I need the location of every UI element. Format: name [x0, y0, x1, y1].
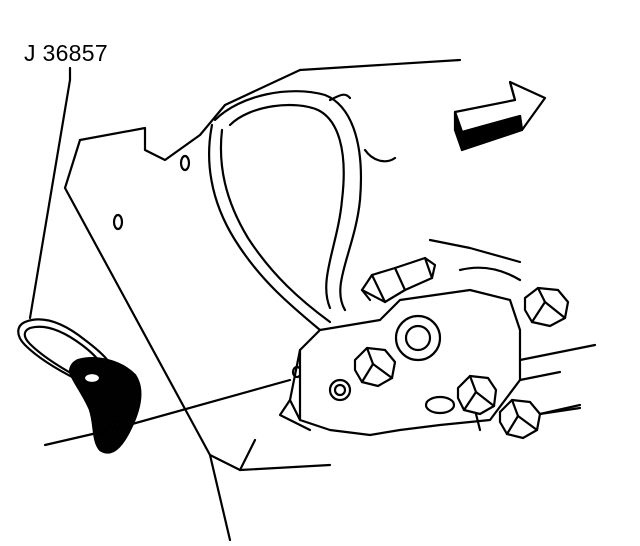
alignment-line — [43, 378, 292, 447]
tool-callout-label: J 36857 — [24, 40, 108, 66]
timing-cover — [208, 58, 522, 332]
bolt-lower-mid — [456, 374, 498, 432]
direction-arrow — [453, 80, 547, 152]
bolt-left — [353, 346, 397, 388]
bolt-lower-right — [498, 398, 582, 440]
bolt-upper-right — [523, 286, 570, 328]
pressure-fitting — [360, 256, 437, 304]
tool-j36857 — [17, 318, 142, 454]
leader-line — [28, 66, 72, 320]
